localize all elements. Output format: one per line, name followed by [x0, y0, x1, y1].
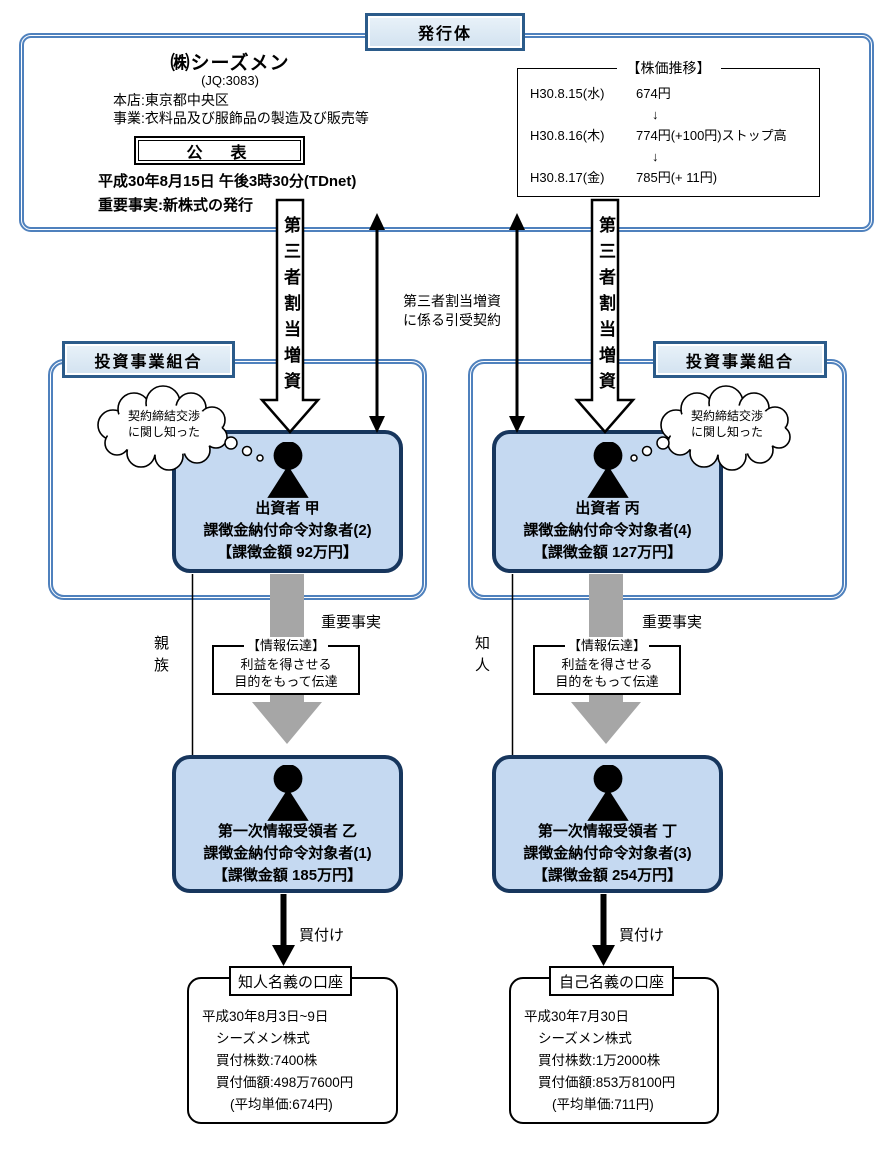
transmission-line: 目的をもって伝達 [555, 674, 659, 689]
account-right-title: 自己名義の口座 [549, 966, 674, 996]
contract-label: 第三者割当増資 に係る引受契約 [394, 292, 510, 330]
penalty-order: 課徴金納付命令対象者(2) [203, 522, 372, 539]
cloud-text-left: 契約締結交渉 に関し知った [106, 408, 222, 440]
penalty-order: 課徴金納付命令対象者(1) [203, 845, 372, 862]
transmission-line: 目的をもって伝達 [234, 674, 338, 689]
announcement-label: 公 表 [138, 140, 301, 162]
partnership-left-tag-label: 投資事業組合 [94, 353, 203, 371]
account-left-title: 知人名義の口座 [229, 966, 352, 996]
material-fact: 重要事実:新株式の発行 [98, 197, 253, 214]
allotment-arrow-label-right: 第三者割当増資 [596, 216, 615, 398]
person-icon [266, 765, 309, 821]
transmission-line: 利益を得させる [240, 657, 332, 672]
account-line: 買付株数:1万2000株 [538, 1053, 661, 1068]
stock-price-row: H30.8.16(木) 774円(+100円)ストップ高 [530, 125, 819, 146]
recipient-name: 第一次情報受領者 丁 [537, 823, 678, 840]
relation-label-right: 知人 [473, 635, 490, 679]
contract-label-line1: 第三者割当増資 [403, 293, 501, 309]
buy-arrow-left [272, 894, 295, 966]
transmission-title: 【情報伝達】 [243, 637, 329, 654]
penalty-order: 課徴金納付命令対象者(3) [523, 845, 692, 862]
allotment-arrow-label-left: 第三者割当増資 [281, 216, 300, 398]
penalty-amount: 【課徴金額 127万円】 [532, 544, 683, 561]
account-line: (平均単価:674円) [230, 1097, 333, 1112]
stock-price-row: H30.8.15(水) 674円 [530, 83, 819, 104]
issuer-tag-label: 発行体 [417, 26, 472, 43]
stock-price-value: 674円 [636, 86, 671, 101]
investor-left-box: 出資者 甲 課徴金納付命令対象者(2) 【課徴金額 92万円】 [172, 430, 403, 573]
recipient-left-box: 第一次情報受領者 乙 課徴金納付命令対象者(1) 【課徴金額 185万円】 [172, 755, 403, 893]
transmission-line: 利益を得させる [561, 657, 653, 672]
account-line: 平成30年7月30日 [524, 1009, 630, 1024]
account-left-box: 平成30年8月3日~9日 シーズメン株式 買付株数:7400株 買付価額:498… [187, 977, 398, 1124]
stock-price-value: 774円(+100円)ストップ高 [636, 128, 787, 143]
stock-price-row: H30.8.17(金) 785円(+ 11円) [530, 167, 819, 188]
account-line: 平成30年8月3日~9日 [202, 1009, 329, 1024]
stock-price-date: H30.8.15(水) [530, 86, 605, 101]
buy-arrow-right [592, 894, 615, 966]
contract-label-line2: に係る引受契約 [403, 312, 501, 328]
stock-price-arrow-row: ↓ [530, 146, 819, 167]
partnership-left-tag: 投資事業組合 [62, 341, 235, 378]
account-line: 買付価額:853万8100円 [538, 1075, 676, 1090]
down-arrow-icon: ↓ [652, 107, 659, 122]
stock-price-date: H30.8.16(木) [530, 128, 605, 143]
recipient-name: 第一次情報受領者 乙 [217, 823, 358, 840]
stock-price-arrow-row: ↓ [530, 104, 819, 125]
investor-right-box: 出資者 丙 課徴金納付命令対象者(4) 【課徴金額 127万円】 [492, 430, 723, 573]
company-ticker: (JQ:3083) [201, 73, 259, 88]
investor-name: 出資者 丙 [575, 500, 640, 517]
cloud-text-line: 契約締結交渉 [127, 409, 200, 423]
down-arrow-icon: ↓ [652, 149, 659, 164]
announcement-datetime: 平成30年8月15日 午後3時30分(TDnet) [98, 173, 357, 190]
account-line: シーズメン株式 [216, 1031, 310, 1046]
stock-price-title: 【株価推移】 [616, 58, 721, 78]
investor-name: 出資者 甲 [255, 500, 320, 517]
recipient-right-box: 第一次情報受領者 丁 課徴金納付命令対象者(3) 【課徴金額 254万円】 [492, 755, 723, 893]
person-icon [266, 442, 309, 498]
account-line: 買付価額:498万7600円 [216, 1075, 354, 1090]
stock-price-box: 【株価推移】 H30.8.15(水) 674円 ↓ H30.8.16(木) 77… [517, 58, 820, 197]
account-right-box: 平成30年7月30日 シーズメン株式 買付株数:1万2000株 買付価額:853… [509, 977, 719, 1124]
cloud-text-line: 契約締結交渉 [690, 409, 763, 423]
transmission-box-right: 【情報伝達】 利益を得させる 目的をもって伝達 [533, 637, 681, 695]
issuer-tag: 発行体 [365, 13, 525, 51]
person-icon [586, 765, 629, 821]
account-line: 買付株数:7400株 [216, 1053, 318, 1068]
partnership-right-tag-label: 投資事業組合 [685, 353, 794, 371]
penalty-amount: 【課徴金額 254万円】 [532, 867, 683, 884]
relation-label-left: 親族 [152, 635, 169, 679]
cloud-text-line: に関し知った [127, 425, 200, 439]
stock-price-value: 785円(+ 11円) [636, 170, 718, 185]
account-line: (平均単価:711円) [552, 1097, 654, 1112]
penalty-amount: 【課徴金額 185万円】 [212, 867, 363, 884]
announcement-box: 公 表 [134, 136, 305, 165]
company-name: ㈱シーズメン [170, 53, 290, 74]
account-line: シーズメン株式 [538, 1031, 632, 1046]
person-icon [586, 442, 629, 498]
buy-label-right: 買付け [619, 927, 665, 944]
penalty-order: 課徴金納付命令対象者(4) [523, 522, 692, 539]
company-head-office: 本店:東京都中央区 [113, 92, 229, 108]
partnership-right-tag: 投資事業組合 [653, 341, 827, 378]
material-fact-label-left: 重要事実 [321, 614, 382, 631]
transmission-box-left: 【情報伝達】 利益を得させる 目的をもって伝達 [212, 637, 360, 695]
penalty-amount: 【課徴金額 92万円】 [217, 544, 358, 561]
cloud-text-right: 契約締結交渉 に関し知った [669, 408, 785, 440]
company-business: 事業:衣料品及び服飾品の製造及び販売等 [113, 110, 369, 126]
transmission-title: 【情報伝達】 [564, 637, 650, 654]
buy-label-left: 買付け [299, 927, 345, 944]
material-fact-label-right: 重要事実 [642, 614, 703, 631]
cloud-text-line: に関し知った [690, 425, 763, 439]
stock-price-date: H30.8.17(金) [530, 170, 605, 185]
